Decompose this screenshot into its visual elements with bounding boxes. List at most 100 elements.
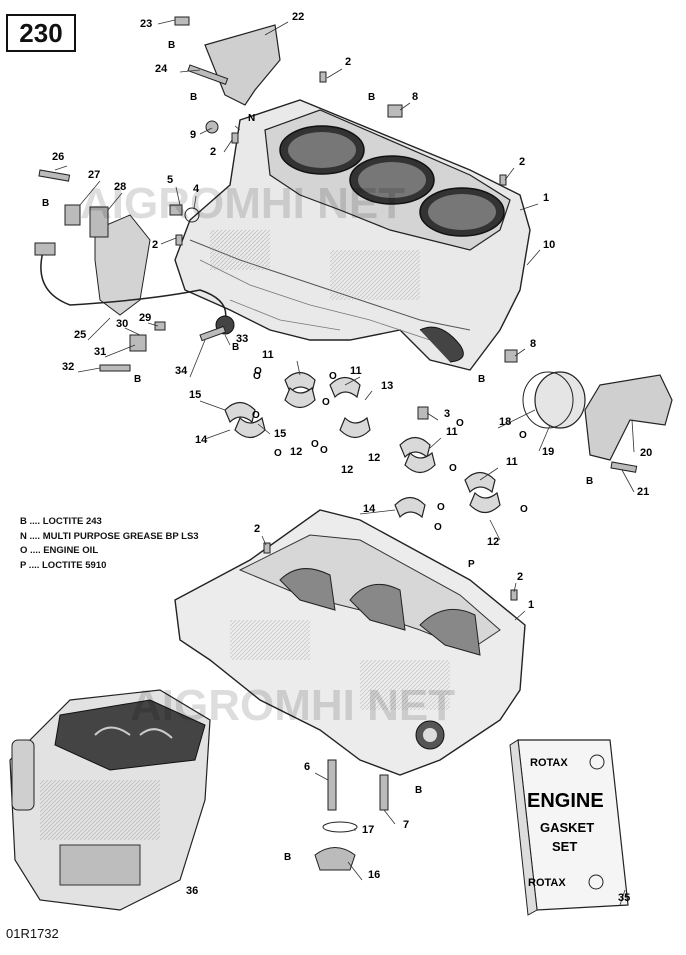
part-number-label: 24 (155, 63, 168, 75)
leader-line (513, 582, 517, 593)
leader-line (514, 348, 526, 357)
leader-line (429, 437, 442, 449)
leader-line (261, 535, 267, 546)
leader-line (344, 376, 361, 386)
part-number-label: 2 (519, 156, 525, 168)
compound-code-label: O (322, 397, 330, 408)
crankshaft-bearings (224, 371, 501, 519)
leader-line (426, 412, 439, 421)
svg-text:AIGROMHI NET: AIGROMHI NET (80, 179, 405, 228)
part-number-label: 23 (140, 18, 152, 30)
compound-code-label: P (468, 559, 475, 570)
part-number-label: 7 (403, 819, 409, 831)
compound-code-label: O (253, 371, 261, 382)
leader-line (204, 429, 231, 440)
part-number-label: 36 (186, 885, 198, 897)
compound-code-label: O (329, 371, 337, 382)
legend-o: O .... ENGINE OIL (20, 545, 99, 556)
leader-line (107, 192, 123, 211)
diagram-number: 230 (6, 14, 76, 52)
compound-code-label: B (415, 785, 422, 796)
leader-line (189, 339, 206, 378)
leader-line (497, 409, 536, 429)
leader-line (224, 334, 231, 346)
part-number-label: 12 (368, 452, 380, 464)
compound-code-label: O (320, 445, 328, 456)
leader-lines (54, 19, 635, 906)
gasket-line2: GASKET (540, 820, 594, 835)
leader-line (383, 809, 396, 825)
part-number-label: 32 (62, 361, 74, 373)
compound-code-label: O (520, 504, 528, 515)
sensor-cover (94, 214, 151, 316)
gasket-line3: SET (552, 839, 577, 854)
leader-line (124, 327, 141, 336)
compound-code-label: B (478, 374, 485, 385)
leader-line (631, 419, 635, 453)
part-number-label: 4 (193, 183, 200, 195)
leader-line (257, 423, 271, 435)
leader-line (199, 400, 226, 411)
compound-code-label: O (254, 366, 262, 377)
compound-code-label: B (190, 92, 197, 103)
leader-line (399, 102, 411, 111)
leader-line (147, 322, 159, 327)
compound-code-label: B (232, 342, 239, 353)
part-number-label: 5 (167, 174, 173, 186)
part-number-label: 2 (254, 523, 260, 535)
part-number-label: 33 (236, 333, 248, 345)
compound-code-label: O (437, 502, 445, 513)
leader-line (264, 21, 289, 36)
svg-text:AIGROMHI NET: AIGROMHI NET (130, 681, 455, 730)
part-number-label: 19 (542, 446, 554, 458)
legend: B .... LOCTITE 243 N .... MULTI PURPOSE … (20, 515, 199, 573)
compound-code-label: O (311, 439, 319, 450)
part-number-label: 30 (116, 318, 128, 330)
part-number-label: 22 (292, 11, 304, 23)
part-number-label: 3 (444, 408, 450, 420)
leader-line (514, 610, 526, 621)
leader-line (179, 69, 201, 73)
part-number-label: 11 (262, 349, 274, 361)
part-number-label: 6 (304, 761, 310, 773)
part-number-label: 27 (88, 169, 100, 181)
leader-line (87, 317, 111, 341)
cover-plate (522, 371, 586, 429)
part-number-label: 29 (139, 312, 151, 324)
leader-line (619, 889, 626, 906)
part-number-label: 16 (368, 869, 380, 881)
leader-line (314, 772, 329, 781)
compound-code-label: B (586, 476, 593, 487)
part-number-label: 2 (152, 239, 158, 251)
leader-line (54, 165, 68, 171)
leader-line (326, 68, 343, 79)
part-number-label: 14 (363, 503, 376, 515)
leader-line (359, 509, 396, 515)
brp-logo-bottom-icon (588, 874, 604, 890)
engine-mount-bracket (204, 24, 281, 106)
compound-code-label: O (434, 522, 442, 533)
reference-code: 01R1732 (6, 926, 59, 941)
leader-line (526, 249, 541, 266)
part-number-label: 13 (381, 380, 393, 392)
fasteners (34, 16, 638, 871)
part-number-label: 20 (640, 447, 652, 459)
leader-line (479, 467, 499, 481)
part-number-label: 2 (517, 571, 523, 583)
leader-line (193, 195, 197, 210)
part-number-label: 11 (350, 365, 362, 377)
part-number-label: 2 (345, 56, 351, 68)
compound-code-label: B (42, 198, 49, 209)
leader-line (104, 344, 136, 358)
part-number-label: 31 (94, 346, 106, 358)
leader-line (223, 139, 233, 153)
part-number-label: 25 (74, 329, 86, 341)
part-number-label: 9 (190, 129, 196, 141)
part-number-label: 8 (412, 91, 418, 103)
part-number-label: 2 (210, 146, 216, 158)
leader-line (79, 180, 101, 206)
sensor-harness (40, 244, 227, 321)
